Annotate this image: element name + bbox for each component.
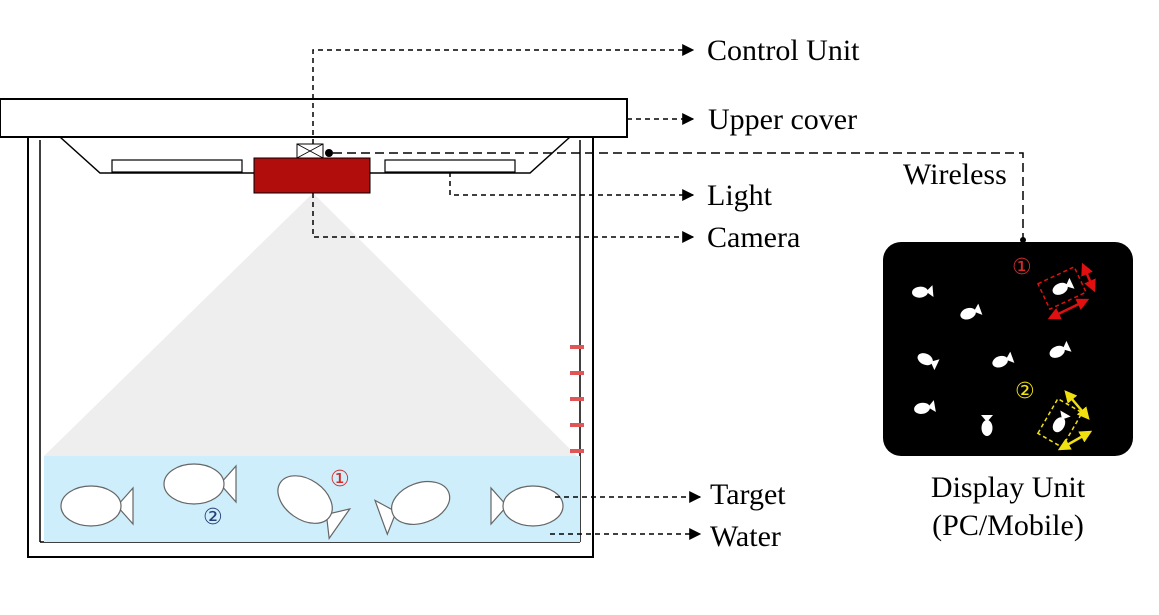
tank-marker-two: ② <box>203 505 223 530</box>
connector-control-unit <box>312 44 695 144</box>
camera-body <box>253 157 371 194</box>
scale-ticks <box>570 345 584 453</box>
display-marker-one: ① <box>1012 255 1032 280</box>
connector-light <box>449 172 695 201</box>
label-wireless: Wireless <box>903 158 1007 191</box>
yellow-arrow-height <box>1057 430 1093 451</box>
label-target: Target <box>710 478 786 511</box>
label-camera: Camera <box>707 221 801 254</box>
connector-camera <box>312 193 695 243</box>
connector-lines <box>312 44 702 540</box>
display-unit-screen <box>883 242 1133 456</box>
tank-marker-one: ① <box>330 467 350 492</box>
red-arrow-height <box>1081 262 1096 293</box>
label-display-unit-line1: Display Unit <box>930 471 1086 504</box>
wireless-endpoint <box>1020 237 1026 243</box>
label-display-unit-line2: (PC/Mobile) <box>932 509 1084 542</box>
label-water: Water <box>710 520 781 553</box>
wireless-link <box>333 152 1024 240</box>
camera-view-cone <box>44 193 577 456</box>
wireless-antenna-dot <box>325 149 333 157</box>
label-control-unit: Control Unit <box>707 34 860 67</box>
display-fish-tracked-two <box>1036 397 1084 449</box>
light-panel-left <box>111 159 243 173</box>
yellow-arrow-width <box>1064 390 1090 420</box>
light-panel-right <box>384 159 516 173</box>
label-light: Light <box>707 179 772 212</box>
tracking-arrows <box>1047 262 1096 451</box>
display-marker-two: ② <box>1015 379 1035 404</box>
label-upper-cover: Upper cover <box>708 103 858 136</box>
red-arrow-width <box>1047 298 1090 320</box>
